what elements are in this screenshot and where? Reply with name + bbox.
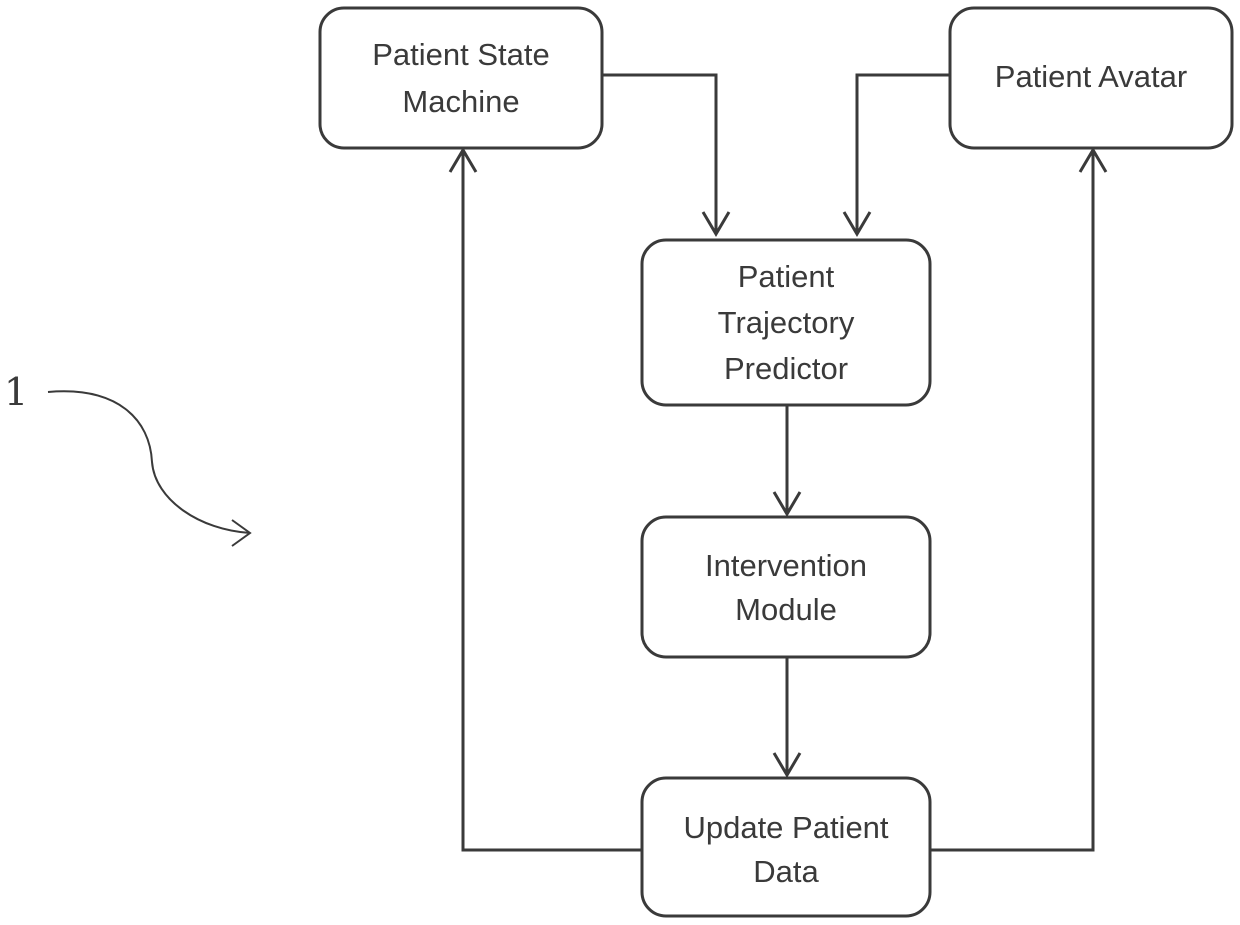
node-label-line: Module (735, 592, 837, 627)
node-label-line: Machine (402, 84, 519, 119)
edge-state-machine-to-predictor (602, 75, 716, 232)
node-label-line: Intervention (705, 548, 867, 583)
node-label-line: Patient Avatar (995, 59, 1187, 94)
reference-leader-line (48, 391, 250, 533)
node-label-line: Data (753, 854, 819, 889)
node-update-patient-data: Update Patient Data (642, 778, 930, 916)
node-label-line: Update Patient (683, 810, 888, 845)
node-intervention-module: Intervention Module (642, 517, 930, 657)
reference-numeral: 1 (4, 370, 28, 414)
node-patient-state-machine: Patient State Machine (320, 8, 602, 148)
node-label-line: Patient State (372, 37, 550, 72)
node-patient-trajectory-predictor: Patient Trajectory Predictor (642, 240, 930, 405)
node-patient-avatar: Patient Avatar (950, 8, 1232, 148)
node-label-line: Trajectory (718, 305, 855, 340)
edge-avatar-to-predictor (857, 75, 950, 232)
edge-update-to-avatar (930, 152, 1093, 850)
edge-update-to-state-machine (463, 152, 642, 850)
node-label-line: Patient (738, 259, 835, 294)
node-label-line: Predictor (724, 351, 848, 386)
